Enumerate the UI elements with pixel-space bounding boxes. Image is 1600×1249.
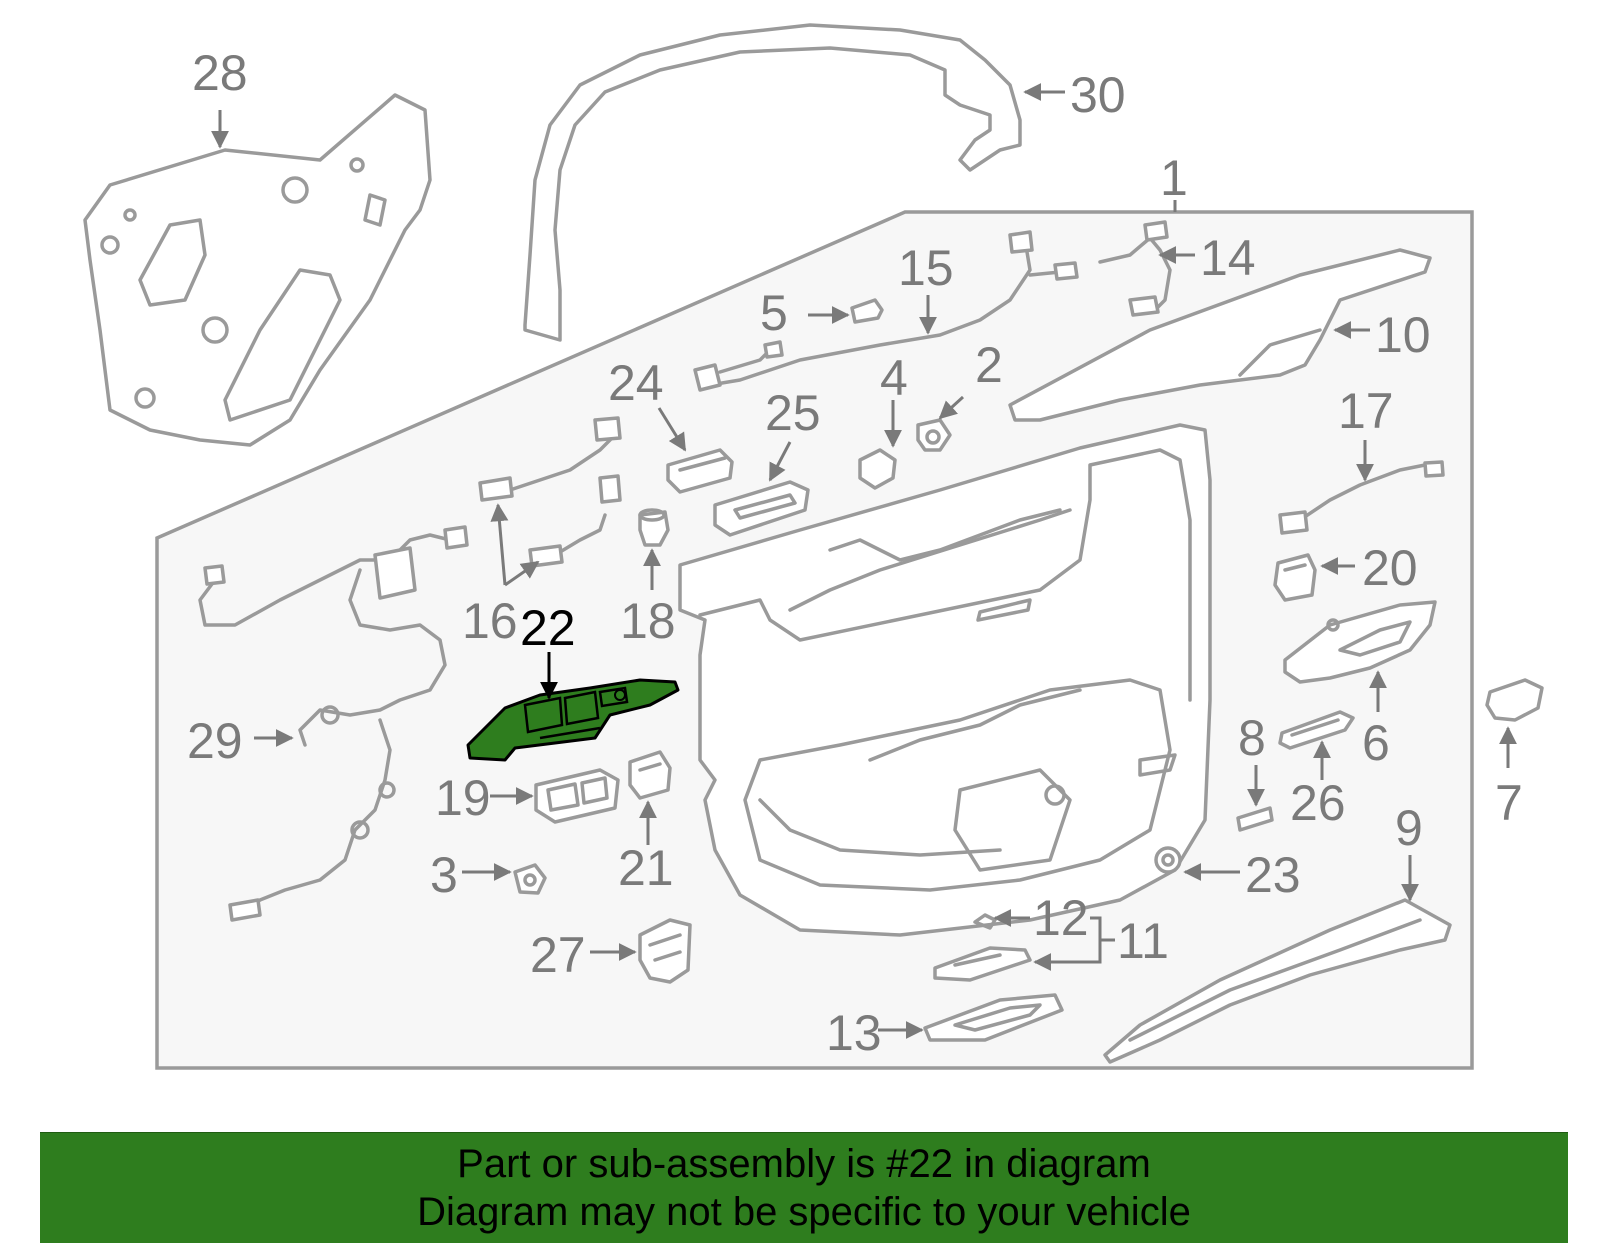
callout-11: 11 (1117, 913, 1169, 969)
part-20-switch (1273, 553, 1317, 602)
part-19-switch (534, 768, 620, 824)
callout-8: 8 (1238, 710, 1266, 766)
callout-2: 2 (975, 337, 1003, 393)
part-16-cables (478, 416, 622, 568)
part-9-lower-molding (1103, 898, 1452, 1064)
callout-24: 24 (608, 355, 664, 411)
footer-banner: Part or sub-assembly is #22 in diagram D… (40, 1132, 1568, 1243)
part-8-pad (1236, 806, 1274, 832)
callout-26: 26 (1290, 775, 1346, 831)
part-24-switch (666, 448, 734, 494)
callout-20: 20 (1362, 540, 1418, 596)
callout-13: 13 (826, 1005, 882, 1061)
callout-14: 14 (1200, 230, 1256, 286)
callout-18: 18 (620, 593, 676, 649)
part-3-clip (513, 863, 547, 895)
callout-17: 17 (1338, 383, 1394, 439)
part-22-window-switch-bezel[interactable] (466, 678, 680, 762)
part-7-cover (1485, 678, 1544, 722)
callout-28: 28 (192, 45, 248, 101)
callout-29: 29 (187, 713, 243, 769)
part-17-cable (1278, 460, 1445, 535)
callout-4: 4 (880, 350, 908, 406)
callout-10: 10 (1375, 307, 1431, 363)
part-5-clip (850, 298, 884, 324)
part-23-fastener (1154, 846, 1182, 874)
door-trim-panel (678, 423, 1212, 937)
part-4-nut (858, 448, 897, 490)
callout-9: 9 (1395, 800, 1423, 856)
part-25-bezel (713, 480, 810, 537)
part-6-inside-handle (1283, 600, 1437, 684)
callout-labels: 1 28 30 14 15 5 10 2 4 24 25 17 16 18 22… (187, 45, 1523, 1061)
part-18-grommet (638, 508, 670, 547)
part-21-switch (628, 750, 672, 800)
callout-23: 23 (1245, 847, 1301, 903)
callout-16: 16 (462, 593, 518, 649)
part-2-fastener (916, 418, 952, 452)
callout-27: 27 (530, 927, 586, 983)
part-26-bezel (1278, 710, 1355, 750)
part-13-pocket (923, 993, 1064, 1042)
callout-21: 21 (618, 840, 674, 896)
callout-30: 30 (1070, 67, 1126, 123)
callout-6: 6 (1362, 715, 1390, 771)
part-15-harness (693, 230, 1079, 392)
callout-25: 25 (765, 385, 821, 441)
callout-1: 1 (1160, 150, 1188, 206)
callout-15: 15 (898, 240, 954, 296)
footer-line-1: Part or sub-assembly is #22 in diagram (457, 1142, 1151, 1186)
part-11-handle-housing (933, 946, 1032, 982)
leader-lines (211, 83, 1517, 1039)
part-27-bracket (638, 918, 692, 984)
part-29-harness (198, 525, 469, 922)
callout-5: 5 (760, 285, 788, 341)
callout-7: 7 (1495, 775, 1523, 831)
callout-3: 3 (430, 847, 458, 903)
callout-22: 22 (520, 600, 576, 656)
callout-19: 19 (435, 770, 491, 826)
callout-12: 12 (1033, 890, 1089, 946)
part-30-upper-molding (523, 23, 1022, 342)
part-10-upper-trim (1008, 248, 1432, 422)
part-28-water-deflector (83, 93, 432, 447)
footer-line-2: Diagram may not be specific to your vehi… (417, 1190, 1191, 1234)
